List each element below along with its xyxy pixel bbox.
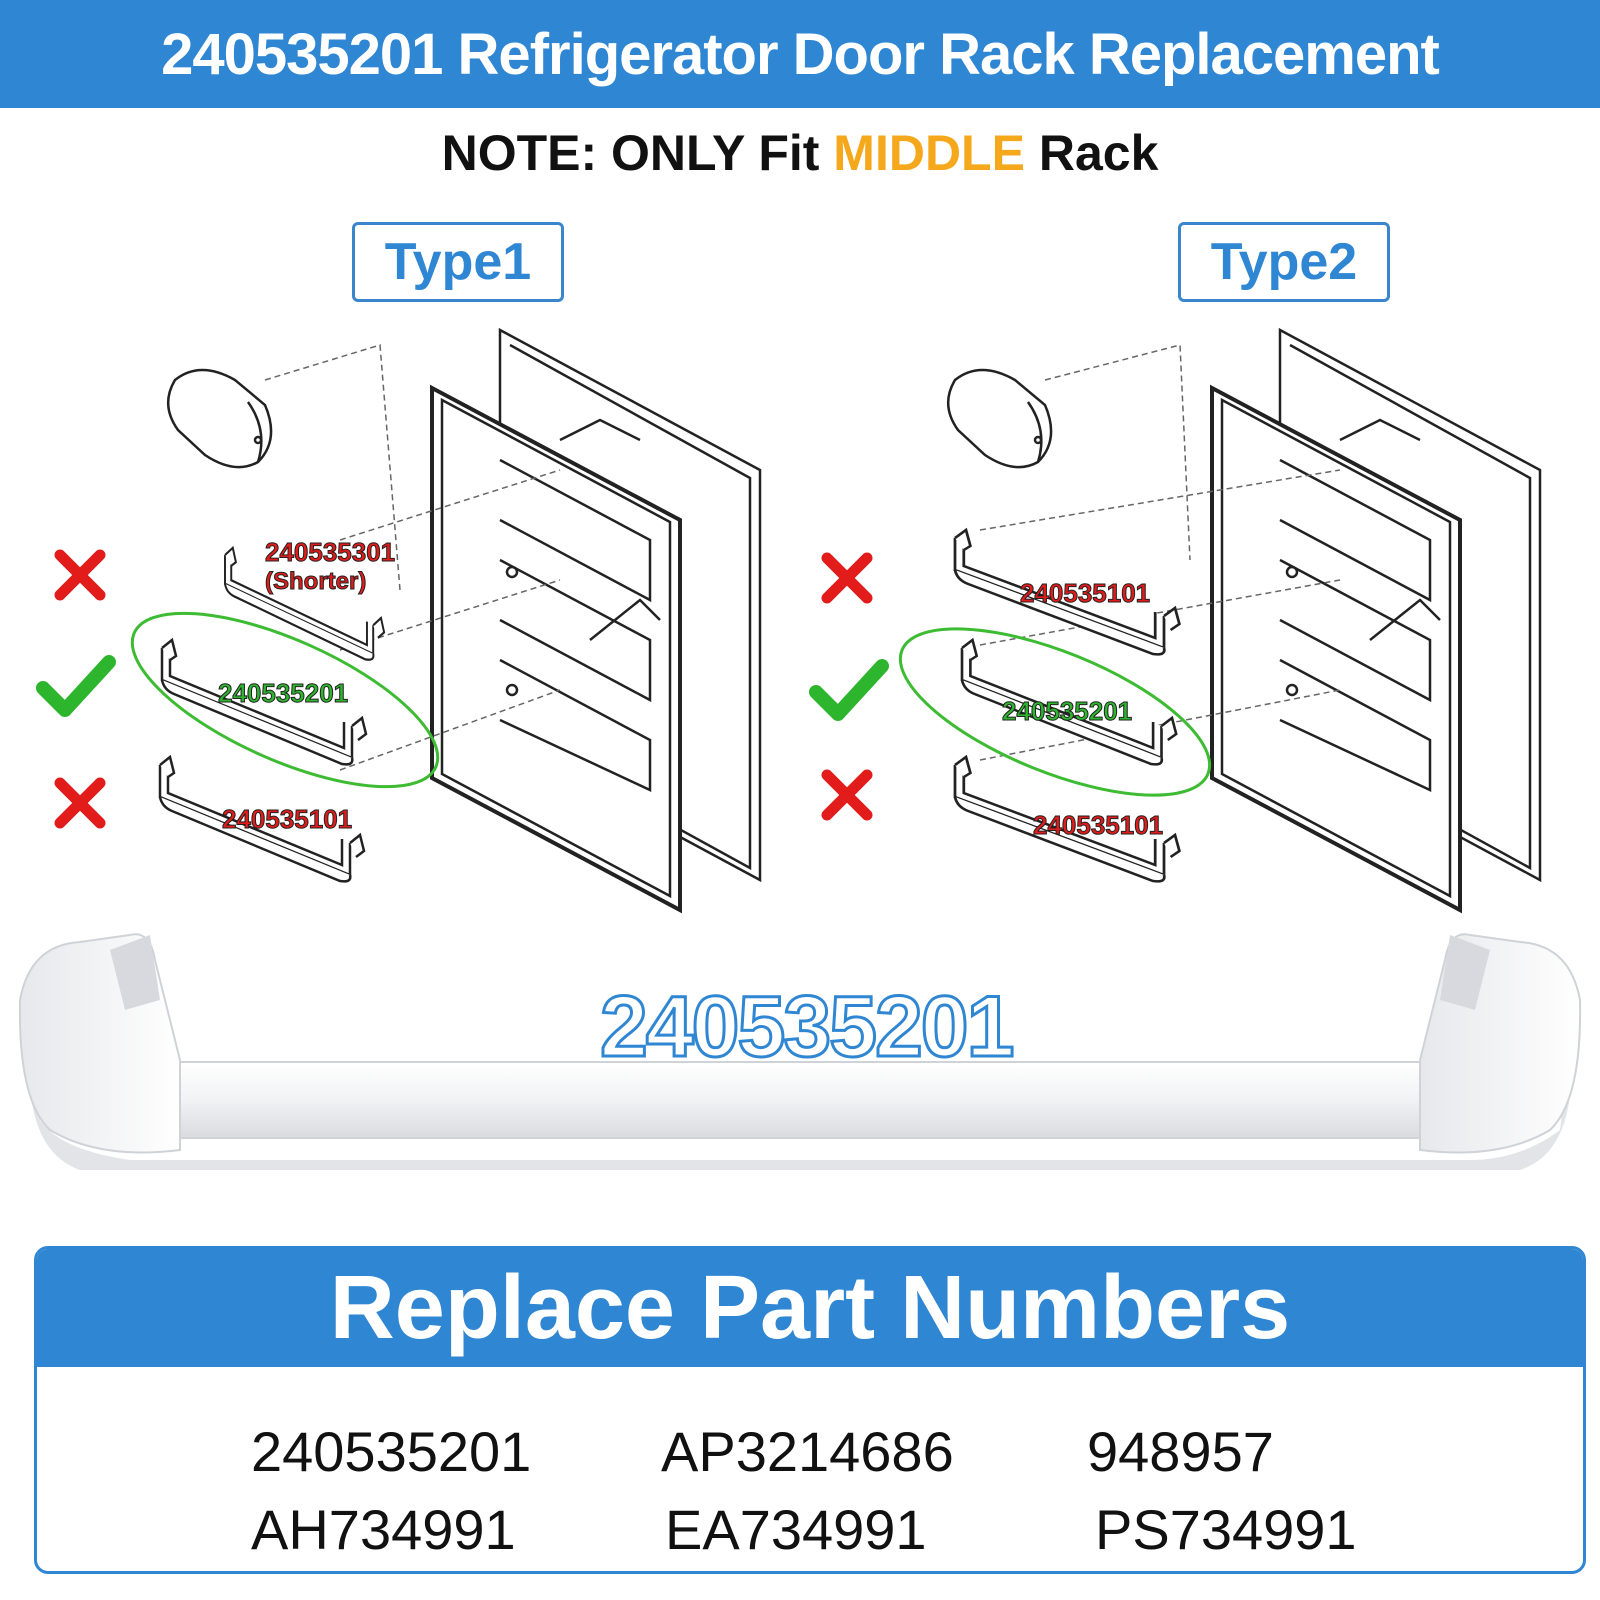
- type1-diagram: 240535301 (Shorter) 240535201 240535101: [43, 328, 762, 912]
- type2-highlight-ring: [898, 627, 1212, 797]
- page-title: 240535201 Refrigerator Door Rack Replace…: [161, 21, 1440, 87]
- type2-butter-bin-icon: [946, 368, 1053, 469]
- type1-middle-check-icon: [43, 662, 109, 710]
- type1-highlight-ring: [130, 611, 440, 789]
- replace-parts-grid: 240535201 AP3214686 948957 AH734991 EA73…: [37, 1367, 1583, 1571]
- note-prefix: NOTE: ONLY Fit: [441, 125, 834, 181]
- part-number: 948957: [1087, 1420, 1274, 1483]
- product-part-number: 240535201: [598, 978, 1015, 1077]
- part-number: EA734991: [665, 1498, 927, 1561]
- part-number: 240535201: [251, 1420, 532, 1483]
- type1-bottom-part-label: 240535101: [222, 804, 352, 834]
- type1-butter-bin-icon: [166, 368, 273, 469]
- type1-door-icon: [430, 328, 762, 912]
- door-rack-photo: [0, 920, 1600, 1225]
- type2-label: Type2: [1178, 222, 1390, 302]
- part-number: AP3214686: [661, 1420, 954, 1483]
- type1-top-x-icon: [60, 555, 100, 595]
- header-banner: 240535201 Refrigerator Door Rack Replace…: [0, 0, 1600, 108]
- note-highlight: MIDDLE: [833, 125, 1025, 181]
- type2-top-part-label: 240535101: [1020, 578, 1150, 608]
- type2-top-x-icon: [827, 558, 867, 598]
- part-number: PS734991: [1095, 1498, 1357, 1561]
- door-diagrams: 240535301 (Shorter) 240535201 240535101 …: [0, 320, 1600, 925]
- fit-note: NOTE: ONLY Fit MIDDLE Rack: [0, 124, 1600, 182]
- type2-diagram: 240535101 240535201 240535101: [816, 328, 1542, 912]
- type2-bottom-x-icon: [827, 775, 867, 815]
- type1-bottom-x-icon: [60, 783, 100, 823]
- part-number: AH734991: [251, 1498, 516, 1561]
- replace-parts-card: Replace Part Numbers 240535201 AP3214686…: [34, 1246, 1586, 1574]
- type1-top-part-note: (Shorter): [265, 568, 366, 595]
- type2-middle-part-label: 240535201: [1002, 696, 1132, 726]
- type1-middle-part-label: 240535201: [218, 678, 348, 708]
- type1-label: Type1: [352, 222, 564, 302]
- type2-middle-check-icon: [816, 666, 882, 714]
- type1-top-part-label: 240535301: [265, 537, 395, 567]
- type2-bottom-part-label: 240535101: [1033, 810, 1163, 840]
- note-suffix: Rack: [1024, 125, 1159, 181]
- type2-door-icon: [1210, 328, 1542, 912]
- replace-parts-title: Replace Part Numbers: [37, 1249, 1583, 1367]
